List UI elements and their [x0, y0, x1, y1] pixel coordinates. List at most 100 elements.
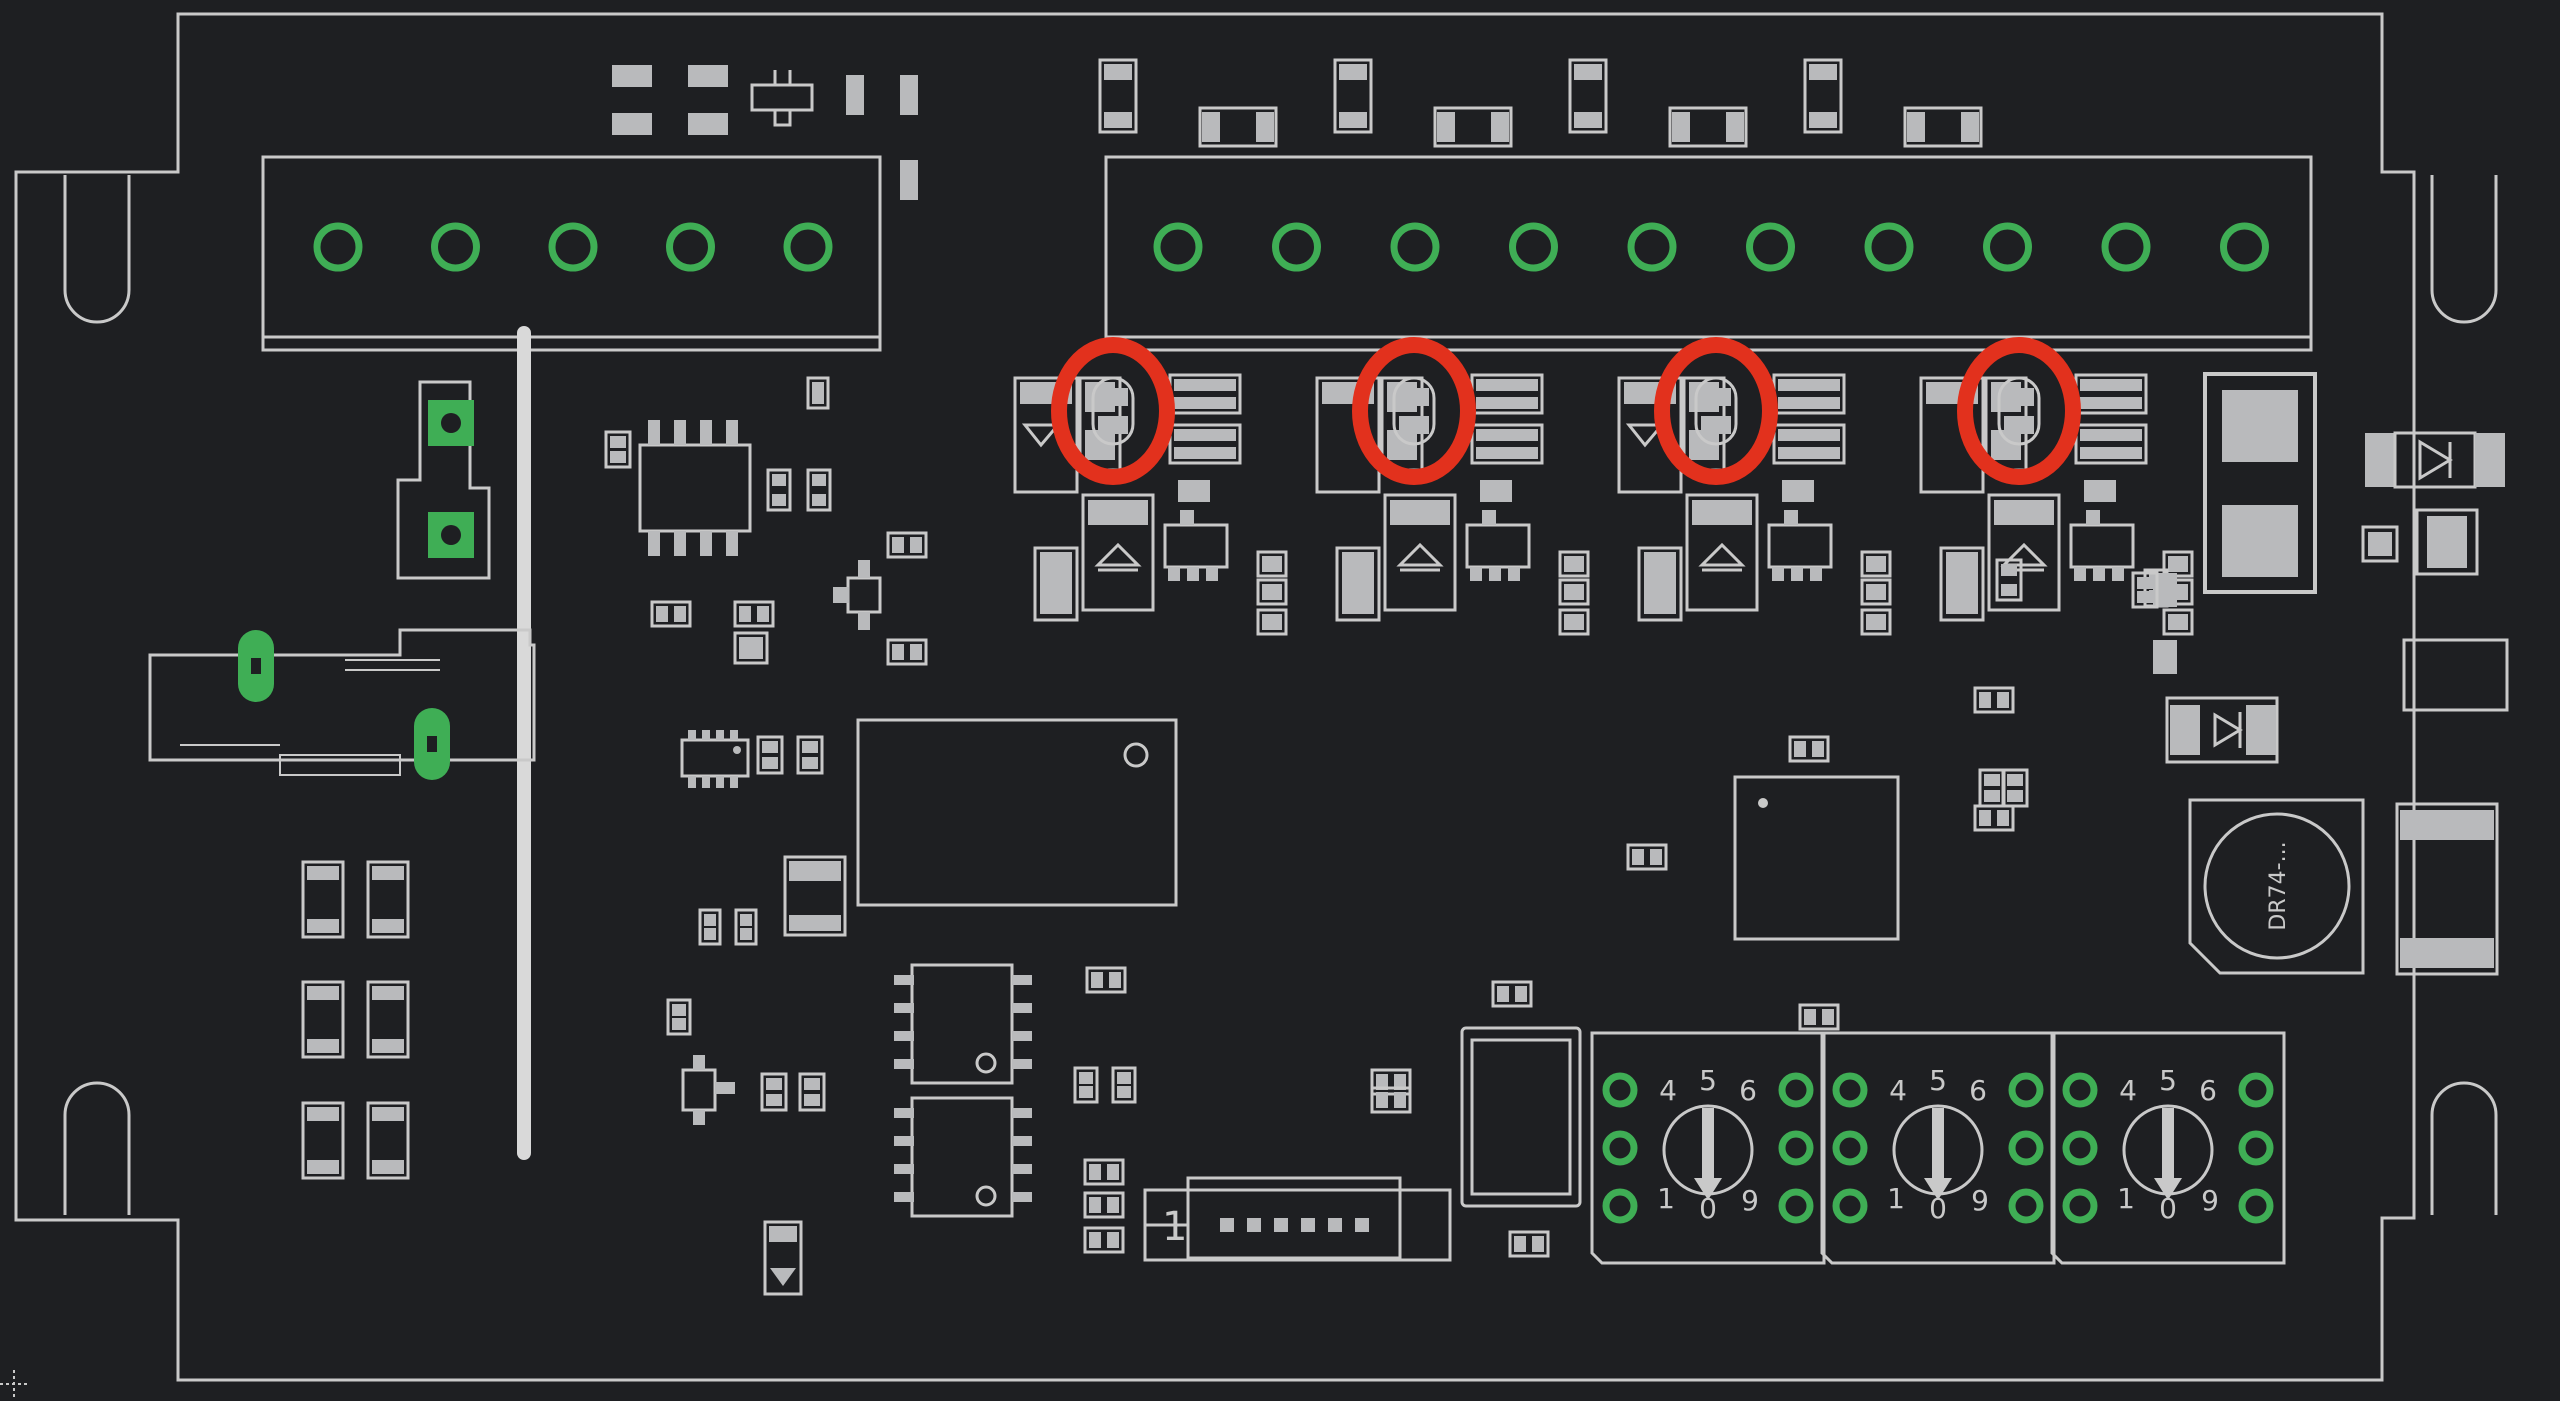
smd-pad [1946, 552, 1978, 614]
resistor [886, 531, 928, 559]
component-outline [1860, 578, 1892, 606]
plated-hole [1778, 1072, 1814, 1108]
resistor [733, 631, 769, 665]
resistor [1558, 578, 1590, 606]
mounting-slot-top-right [2430, 175, 2498, 324]
smd-pad [1482, 510, 1496, 525]
component-outline [733, 631, 769, 665]
resistor [1860, 578, 1892, 606]
terminal-block-left [261, 155, 882, 352]
smd-pad [1262, 588, 1282, 600]
dial-arrow [1924, 1178, 1952, 1200]
terminal-hole [313, 222, 363, 272]
dial-digit: 9 [1971, 1184, 1989, 1217]
mosfet [1987, 493, 2061, 612]
smd-pad [1394, 1074, 1406, 1090]
smd-pad [1794, 741, 1806, 757]
component-outline [1973, 686, 2015, 714]
plated-hole [2062, 1188, 2098, 1224]
smd-pad [1104, 112, 1132, 128]
qfn-chip [1733, 775, 1900, 941]
smd-pad [1476, 397, 1538, 409]
dial-pointer [1702, 1108, 1714, 1180]
smd-pad [1089, 1232, 1101, 1248]
ffc-pin [1328, 1218, 1342, 1232]
smd-pad [1012, 1059, 1032, 1069]
smd-pad [762, 741, 778, 753]
pad-bottom [1701, 416, 1731, 434]
smd-pad [812, 494, 826, 506]
ffc-pin [1274, 1218, 1288, 1232]
smd-pad [1778, 447, 1840, 459]
capacitor [1637, 546, 1683, 622]
component-outline [1256, 608, 1288, 636]
component-outline [1111, 1066, 1137, 1104]
component-outline [1083, 1158, 1125, 1186]
mounting-slot-top-left [63, 175, 131, 324]
pad-top [2004, 388, 2034, 406]
plated-hole [1602, 1188, 1638, 1224]
resistor-vertical [1803, 58, 1843, 134]
smd-pad [1476, 429, 1538, 441]
smd-pad [1174, 379, 1236, 391]
smd-pad [739, 647, 763, 659]
resistor [806, 468, 832, 512]
mosfet-mark [1698, 542, 1746, 567]
component-outline [1370, 1068, 1412, 1096]
component-outline [1558, 578, 1590, 606]
transistor-pin [858, 560, 870, 578]
resistor [733, 600, 775, 628]
terminal-hole [548, 222, 598, 272]
transistor-pin [858, 612, 870, 630]
smd-pad [1470, 567, 1482, 581]
ffc-pin [1247, 1218, 1261, 1232]
dial-digit: 5 [2159, 1064, 2177, 1097]
smd-pad [1812, 741, 1824, 757]
ffc-pin [1301, 1218, 1315, 1232]
terminal-hole [1153, 222, 1203, 272]
channel-4 [1919, 373, 2194, 636]
ic-pin [648, 420, 660, 445]
ic-soic8 [894, 963, 1032, 1085]
smd-pad [804, 1078, 820, 1090]
smd-pad [704, 928, 716, 940]
capacitor-array [301, 860, 410, 1180]
smd-pad [1515, 986, 1527, 1002]
component-outline [698, 908, 722, 946]
smd-pad [1376, 1092, 1388, 1108]
component-outline [1568, 58, 1608, 134]
misc-passives [650, 376, 1137, 1296]
resistor [2131, 571, 2159, 609]
component-outline [798, 1072, 826, 1112]
resistor [1995, 558, 2023, 602]
highlight-ring [1957, 337, 2081, 485]
dial-digit: 5 [1929, 1064, 1947, 1097]
fuse-holder [148, 628, 536, 780]
resistor [2001, 768, 2029, 808]
smd-pad [894, 1108, 914, 1118]
terminal-hole [1627, 222, 1677, 272]
plated-hole [2062, 1072, 2098, 1108]
smd-pad [307, 1039, 339, 1053]
crystal [1460, 1026, 1582, 1208]
smd-pad [372, 986, 404, 1000]
resistor-horizontal [1903, 106, 1983, 148]
smd-pad [372, 866, 404, 880]
smd-pad [1778, 397, 1840, 409]
resistor [886, 638, 928, 666]
smd-pad [802, 741, 818, 753]
smd-pad [766, 1078, 782, 1090]
smd-pad [1866, 588, 1886, 600]
smd-pad [894, 1192, 914, 1202]
plated-hole [2008, 1130, 2044, 1166]
smd-pad [1644, 552, 1676, 614]
dial-digit: 1 [1657, 1182, 1675, 1215]
capacitor [1939, 546, 1985, 622]
capacitor [1033, 546, 1079, 622]
ffc-connector: 1 [1143, 1176, 1452, 1262]
terminal-hole [783, 222, 833, 272]
smd-pad [307, 919, 339, 933]
smd-pad [1866, 560, 1886, 572]
smd-pad [1994, 500, 2054, 525]
